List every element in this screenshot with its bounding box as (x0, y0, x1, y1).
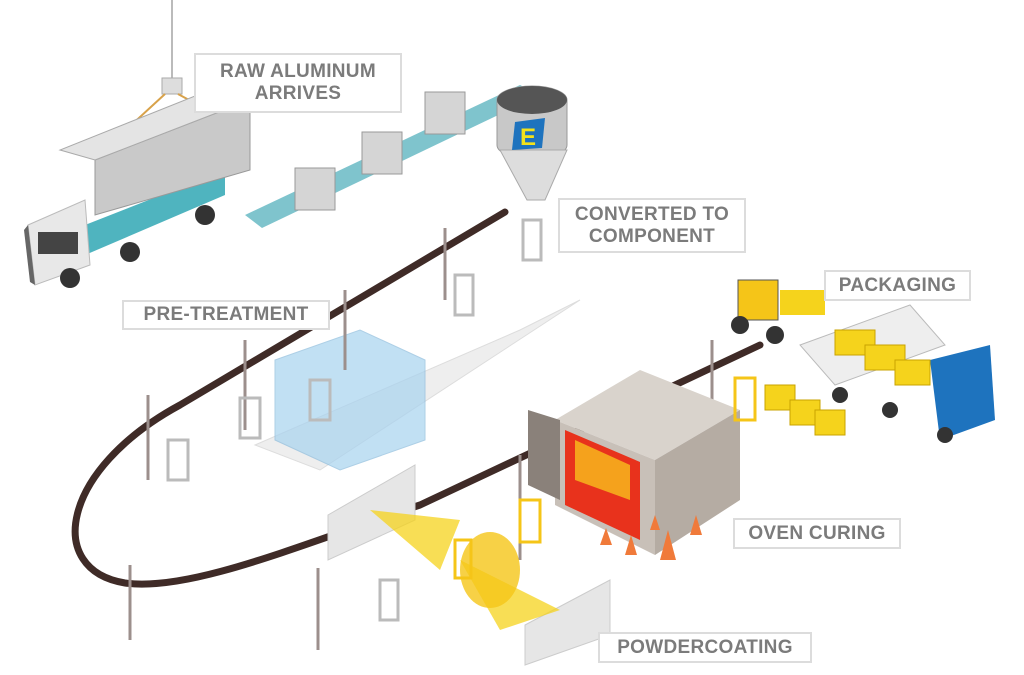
conveyor-belt (245, 85, 540, 228)
pretreatment-tank (253, 299, 581, 471)
svg-text:E: E (520, 124, 536, 151)
label-raw-aluminum: RAW ALUMINUM ARRIVES (194, 53, 402, 113)
powder-booths (327, 464, 611, 666)
conveyor-track (71, 208, 764, 588)
curing-oven (528, 370, 740, 560)
converter-funnel: E (496, 85, 568, 201)
label-packaging: PACKAGING (824, 270, 971, 301)
delivery-truck (24, 89, 252, 288)
yellow-racks (453, 376, 757, 580)
label-powdercoating: POWDERCOATING (598, 632, 812, 663)
label-oven-curing: OVEN CURING (733, 518, 901, 549)
packaging-truck (764, 304, 995, 443)
label-pre-treatment: PRE-TREATMENT (122, 300, 330, 330)
forklift (731, 279, 825, 344)
label-converted: CONVERTED TO COMPONENT (558, 198, 746, 253)
gray-racks (166, 218, 543, 622)
